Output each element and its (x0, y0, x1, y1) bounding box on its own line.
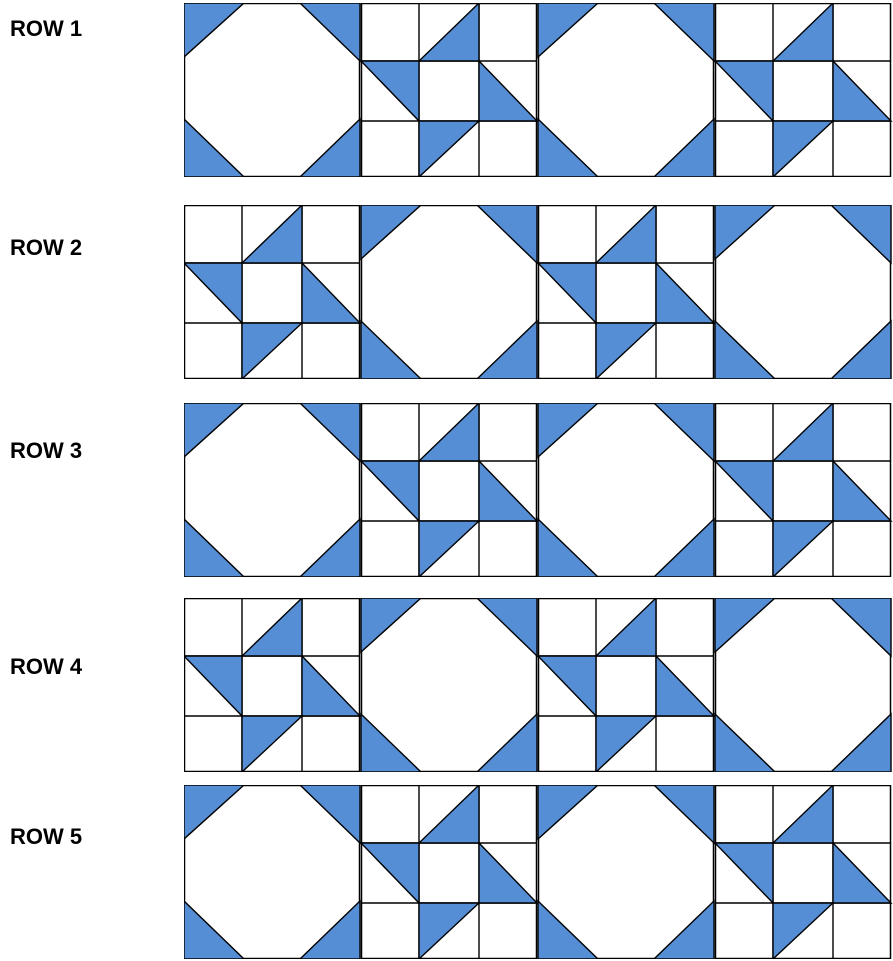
row-label-3: ROW 3 (10, 440, 150, 462)
octagon-block (538, 785, 714, 959)
octagon-block (715, 598, 891, 772)
octagon-block (538, 403, 714, 577)
octagon-block (184, 403, 360, 577)
quilt-row-4 (184, 598, 893, 772)
pinwheel-block (361, 785, 537, 959)
pinwheel-block (361, 403, 537, 577)
pinwheel-block (538, 205, 714, 379)
octagon-block (715, 205, 891, 379)
octagon-block (184, 785, 360, 959)
pinwheel-block (361, 3, 537, 177)
quilt-row-2 (184, 205, 893, 379)
quilt-row-1 (184, 3, 893, 177)
pinwheel-block (715, 3, 891, 177)
quilt-row-svg (184, 785, 893, 959)
pinwheel-block-frame (362, 4, 537, 177)
pinwheel-block (184, 205, 360, 379)
quilt-row-3 (184, 403, 893, 577)
row-label-1: ROW 1 (10, 18, 150, 40)
quilt-row-5 (184, 785, 893, 959)
pinwheel-block-frame (539, 206, 714, 379)
pinwheel-block-frame (539, 599, 714, 772)
pinwheel-block-frame (716, 786, 891, 959)
octagon-block (538, 3, 714, 177)
quilt-row-svg (184, 205, 893, 379)
pinwheel-block-frame (716, 404, 891, 577)
quilt-row-svg (184, 598, 893, 772)
pinwheel-block-frame (185, 599, 360, 772)
pinwheel-block-frame (716, 4, 891, 177)
pinwheel-block (538, 598, 714, 772)
octagon-block (184, 3, 360, 177)
pinwheel-block (715, 403, 891, 577)
pinwheel-block-frame (362, 404, 537, 577)
quilt-row-svg (184, 3, 893, 177)
pinwheel-block (715, 785, 891, 959)
octagon-block (361, 205, 537, 379)
octagon-block (361, 598, 537, 772)
pinwheel-block (184, 598, 360, 772)
row-label-4: ROW 4 (10, 656, 150, 678)
pinwheel-block-frame (362, 786, 537, 959)
row-label-2: ROW 2 (10, 237, 150, 259)
quilt-row-svg (184, 403, 893, 577)
pinwheel-block-frame (185, 206, 360, 379)
row-label-5: ROW 5 (10, 826, 150, 848)
